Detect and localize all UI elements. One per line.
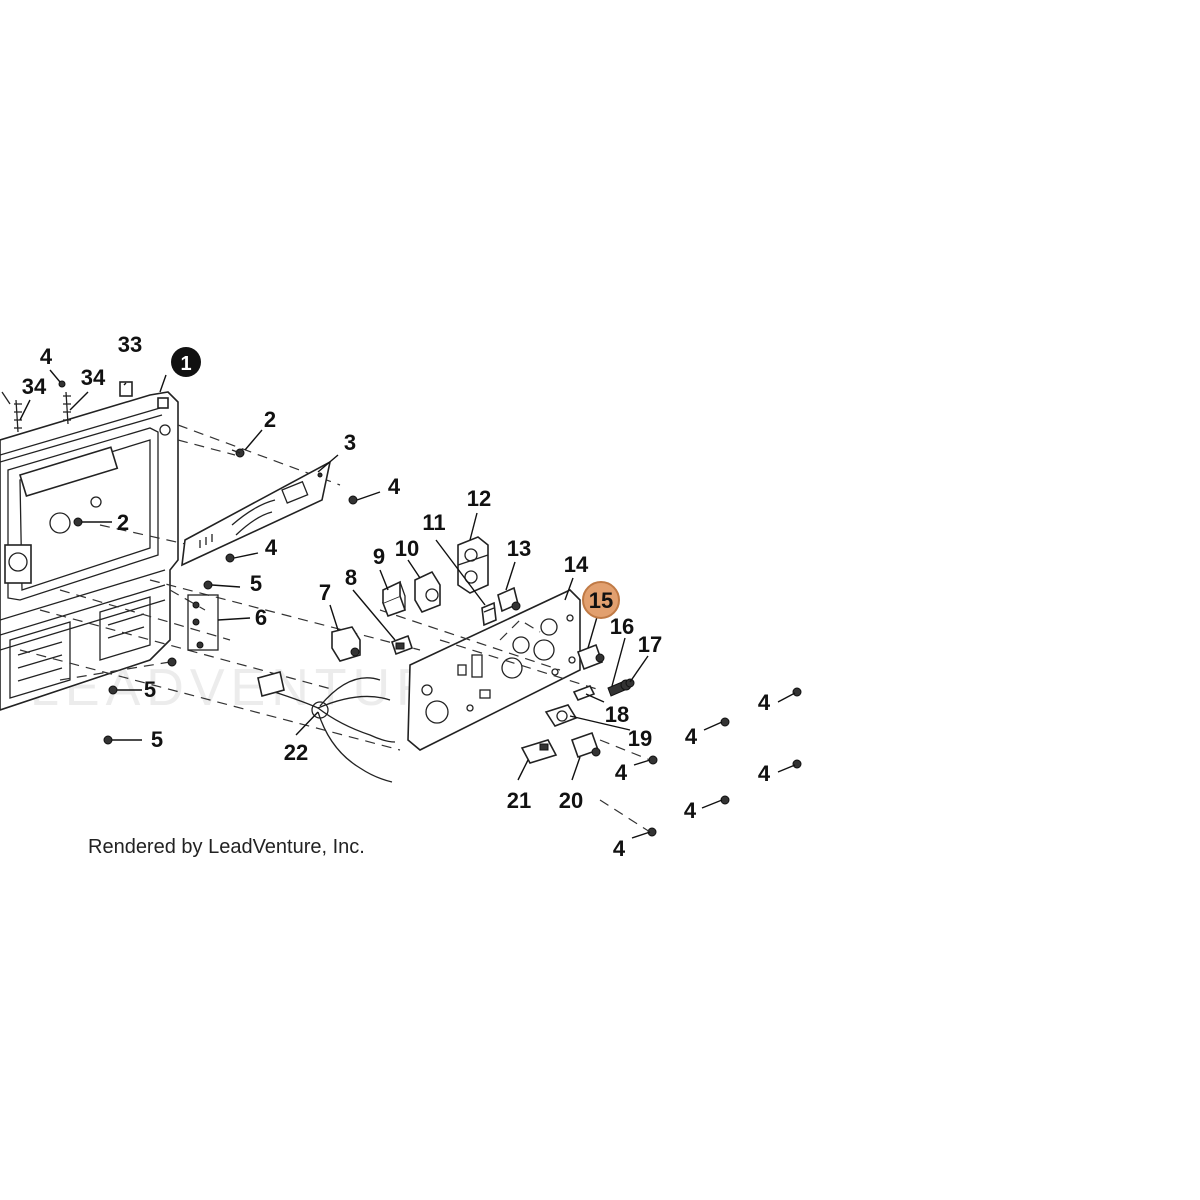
fasteners-16-17 <box>607 678 635 697</box>
callout-12: 12 <box>467 486 491 511</box>
svg-text:15: 15 <box>589 588 613 613</box>
screws <box>73 448 802 837</box>
callout-10: 10 <box>395 536 419 561</box>
module-9 <box>381 580 407 618</box>
callout-9: 9 <box>373 544 385 569</box>
callout-7: 7 <box>319 580 331 605</box>
callout-5-b: 5 <box>144 677 156 702</box>
callout-4-top: 4 <box>40 344 53 369</box>
front-housing <box>0 391 179 711</box>
callout-4-f: 4 <box>685 724 698 749</box>
callout-34-left: 34 <box>22 374 47 399</box>
screw-4-top <box>58 380 66 388</box>
callout-16: 16 <box>610 614 634 639</box>
terminal-11 <box>481 601 497 627</box>
callout-4-d: 4 <box>615 760 628 785</box>
ignition-switch-10 <box>414 570 441 613</box>
callout-34-right: 34 <box>81 365 106 390</box>
callout-4-c: 4 <box>265 535 278 560</box>
breaker-20 <box>570 731 601 759</box>
callout-33: 33 <box>118 332 142 357</box>
breaker-13 <box>497 586 521 613</box>
callout-5-a: 5 <box>250 571 262 596</box>
callout-19: 19 <box>628 726 652 751</box>
callout-4-g: 4 <box>684 798 697 823</box>
breaker-15 <box>576 643 605 671</box>
clip-33 <box>119 381 133 397</box>
callout-4-e: 4 <box>613 836 626 861</box>
spring-34a <box>14 399 22 433</box>
outlet-21 <box>520 739 558 764</box>
callout-21: 21 <box>507 788 531 813</box>
callout-22: 22 <box>284 740 308 765</box>
callout-8: 8 <box>345 565 357 590</box>
rocker-switch-8 <box>390 634 414 656</box>
callout-3: 3 <box>344 430 356 455</box>
screw-bracket-6 <box>187 594 219 651</box>
callout-labels: 33 4 34 34 2 3 4 2 4 5 6 5 5 7 8 9 10 11… <box>22 332 771 861</box>
callout-5-c: 5 <box>151 727 163 752</box>
callout-6: 6 <box>255 605 267 630</box>
outlet-12 <box>457 536 489 594</box>
callout-15-highlighted[interactable]: 15 <box>582 581 620 619</box>
callout-11: 11 <box>422 510 445 535</box>
callout-20: 20 <box>559 788 583 813</box>
connector-18 <box>572 684 596 702</box>
callout-13: 13 <box>507 536 531 561</box>
breaker-7 <box>331 626 361 662</box>
callout-15-highlight-circle <box>582 581 620 619</box>
render-credit: Rendered by LeadVenture, Inc. <box>88 836 365 858</box>
overlay-panel <box>181 460 332 567</box>
callout-1: 1 <box>171 347 201 377</box>
control-panel-plate <box>379 589 601 751</box>
callout-14: 14 <box>564 552 589 577</box>
callout-4-i: 4 <box>758 761 771 786</box>
callout-4-h: 4 <box>758 690 771 715</box>
callout-2-top: 2 <box>264 407 276 432</box>
spring-34b <box>63 391 71 425</box>
callout-17: 17 <box>638 632 662 657</box>
svg-text:1: 1 <box>180 353 191 375</box>
wire-harness-22 <box>257 671 396 783</box>
callout-2-mid: 2 <box>117 510 129 535</box>
leader-lines <box>19 369 796 839</box>
callout-18: 18 <box>605 702 629 727</box>
receptacle-19 <box>544 704 578 727</box>
callout-4-b: 4 <box>388 474 401 499</box>
